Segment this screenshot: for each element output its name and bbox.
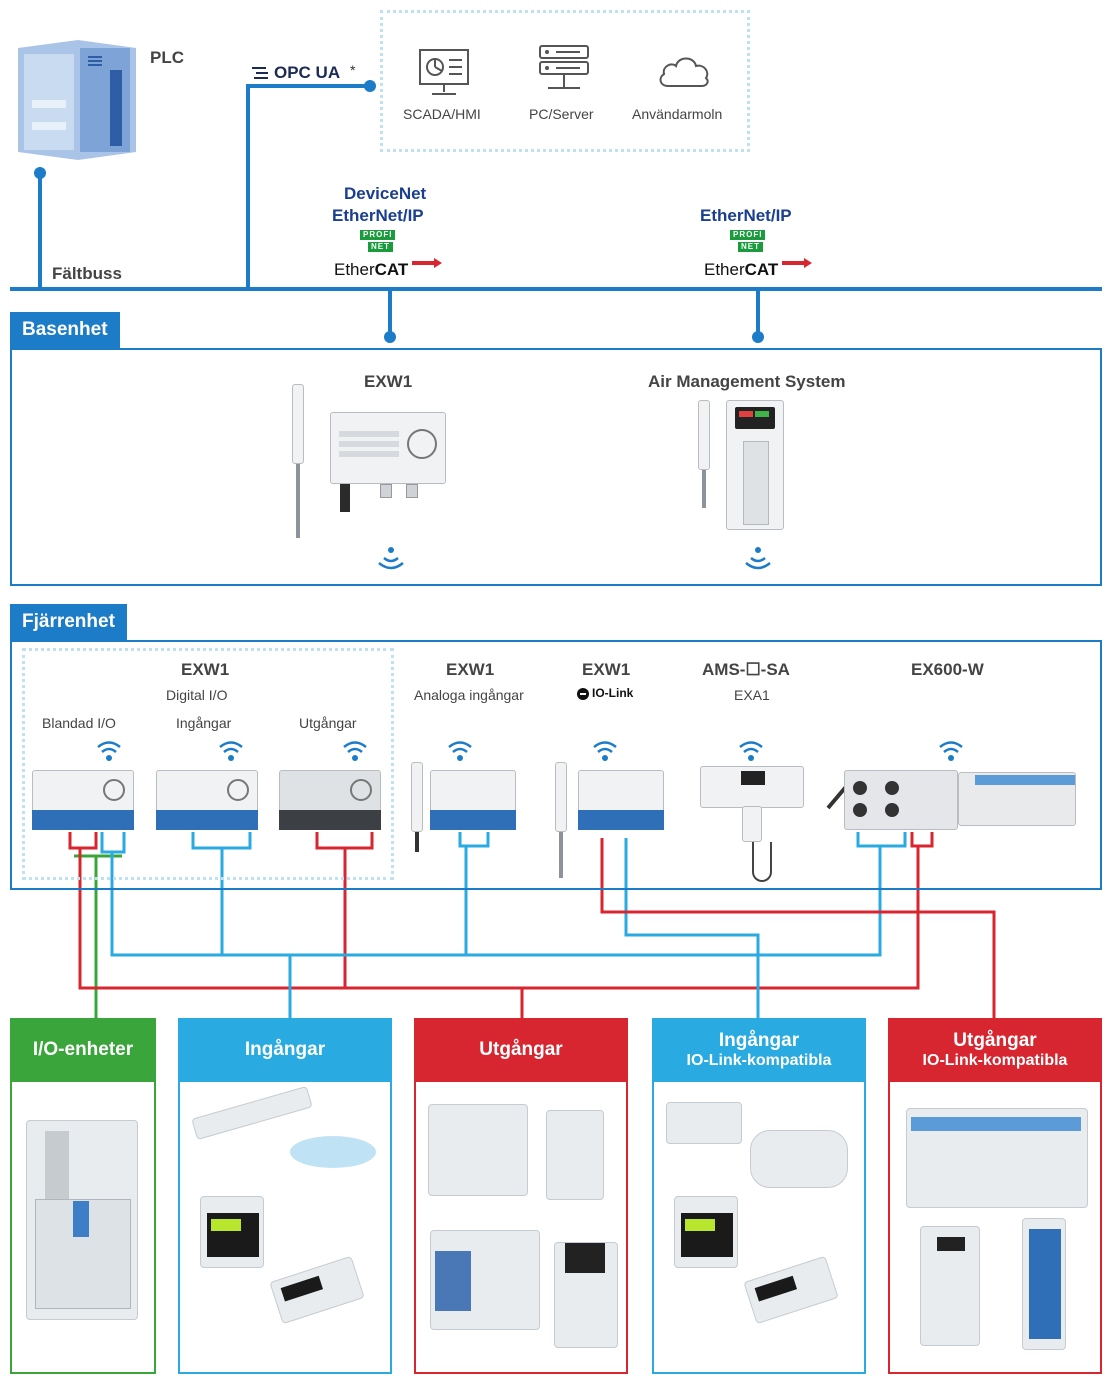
scada-label: SCADA/HMI bbox=[403, 106, 481, 122]
wireless-icon bbox=[743, 546, 773, 574]
pressure-switch-product bbox=[200, 1196, 264, 1268]
wireless-icon bbox=[738, 738, 764, 764]
remote-ex600-manifold[interactable] bbox=[844, 770, 958, 830]
remote-ex600-title: EX600-W bbox=[911, 660, 984, 679]
sensor-bubble bbox=[290, 1136, 376, 1168]
category-io-units: I/O-enheter bbox=[10, 1018, 156, 1374]
ethernetip-logo: EtherNet/IP bbox=[332, 206, 424, 225]
cloud-label: Användarmoln bbox=[632, 106, 723, 122]
remote-unit-frame bbox=[10, 640, 1102, 890]
wireless-icon bbox=[376, 546, 406, 574]
opcua-logo: OPC UA * bbox=[252, 62, 368, 84]
base-ams-device[interactable] bbox=[726, 400, 784, 530]
profinet-logo-right-top: PROFI bbox=[730, 230, 766, 240]
base-exw1-antenna bbox=[290, 384, 306, 538]
remote-exw1-analog-title: EXW1 bbox=[446, 660, 495, 679]
wireless-icon bbox=[447, 738, 473, 764]
category-outputs-iolink-header: Utgångar IO-Link-kompatibla bbox=[888, 1018, 1102, 1082]
opcua-asterisk: * bbox=[350, 62, 356, 78]
iolink-logo: IO-Link bbox=[577, 686, 641, 702]
remote-ams-title: AMS-☐-SA bbox=[702, 660, 790, 679]
profinet-logo-bottom: NET bbox=[368, 242, 393, 252]
category-inputs: Ingångar bbox=[178, 1018, 392, 1374]
valve-manifold-product bbox=[428, 1104, 528, 1196]
plc-icon[interactable] bbox=[18, 40, 136, 160]
remote-analog-antenna bbox=[410, 762, 424, 852]
remote-iolink-module[interactable] bbox=[578, 770, 664, 814]
server-icon[interactable] bbox=[538, 44, 590, 96]
compact-cylinder-product bbox=[666, 1102, 742, 1144]
valve-manifold-iolink-product bbox=[906, 1108, 1088, 1208]
ethercat-logo-right: EtherCAT bbox=[704, 260, 779, 279]
remote-ams-sub: EXA1 bbox=[734, 687, 770, 703]
remote-input-module[interactable] bbox=[156, 770, 258, 814]
category-inputs-iolink-header: Ingångar IO-Link-kompatibla bbox=[652, 1018, 866, 1082]
base-exw1-title: EXW1 bbox=[364, 372, 413, 391]
flow-switch-product bbox=[269, 1255, 365, 1325]
io-unit-product bbox=[26, 1120, 138, 1320]
base-exw1-device[interactable] bbox=[330, 412, 446, 484]
remote-exw1-iolink-title: EXW1 bbox=[582, 660, 631, 679]
profinet-logo-right-bottom: NET bbox=[738, 242, 763, 252]
col-outputs-label: Utgångar bbox=[299, 715, 357, 731]
base-ams-title: Air Management System bbox=[648, 372, 846, 391]
wireless-icon bbox=[938, 738, 964, 764]
remote-exw1-digital-title: EXW1 bbox=[181, 660, 230, 679]
electro-pneumatic-regulator-product bbox=[920, 1226, 980, 1346]
base-unit-frame bbox=[10, 348, 1102, 586]
ex600-valve-bank[interactable] bbox=[958, 772, 1076, 826]
server-group bbox=[380, 10, 750, 152]
ams-cable bbox=[752, 842, 772, 882]
category-outputs: Utgångar bbox=[414, 1018, 628, 1374]
remote-ams-module[interactable] bbox=[700, 766, 804, 808]
plc-label: PLC bbox=[150, 48, 184, 67]
pressure-switch-product bbox=[674, 1196, 738, 1268]
remote-exw1-digital-sub: Digital I/O bbox=[166, 687, 228, 703]
category-outputs-iolink: Utgångar IO-Link-kompatibla bbox=[888, 1018, 1102, 1374]
remote-output-module[interactable] bbox=[279, 770, 381, 814]
category-inputs-iolink: Ingångar IO-Link-kompatibla bbox=[652, 1018, 866, 1374]
ethernetip-logo-right: EtherNet/IP bbox=[700, 206, 792, 225]
directional-valve-product bbox=[430, 1230, 540, 1330]
fieldbus-label: Fältbuss bbox=[52, 264, 122, 283]
cylinder-product bbox=[191, 1085, 313, 1141]
opcua-line bbox=[246, 84, 370, 289]
remote-unit-header: Fjärrenhet bbox=[10, 604, 127, 640]
scada-hmi-icon[interactable] bbox=[418, 48, 470, 98]
remote-exw1-analog-sub: Analoga ingångar bbox=[414, 687, 524, 703]
round-cylinder-product bbox=[750, 1130, 848, 1188]
opcua-label: OPC UA bbox=[274, 63, 341, 82]
category-io-units-header: I/O-enheter bbox=[10, 1018, 156, 1082]
base-exw1-connectors bbox=[336, 484, 436, 514]
base-unit-header: Basenhet bbox=[10, 312, 120, 348]
profinet-logo-top: PROFI bbox=[360, 230, 396, 240]
remote-mixed-io-module[interactable] bbox=[32, 770, 134, 814]
digital-io-group bbox=[22, 648, 394, 880]
remote-iolink-antenna bbox=[554, 762, 568, 878]
server-label: PC/Server bbox=[529, 106, 594, 122]
wireless-icon bbox=[96, 738, 122, 764]
cloud-icon[interactable] bbox=[656, 52, 712, 92]
flow-switch-product bbox=[743, 1255, 839, 1325]
wireless-icon bbox=[342, 738, 368, 764]
ethercat-logo: EtherCAT bbox=[334, 260, 409, 279]
category-outputs-header: Utgångar bbox=[414, 1018, 628, 1082]
category-inputs-header: Ingångar bbox=[178, 1018, 392, 1082]
col-inputs-label: Ingångar bbox=[176, 715, 232, 731]
remote-analog-module[interactable] bbox=[430, 770, 516, 814]
wireless-icon bbox=[218, 738, 244, 764]
col-mixed-label: Blandad I/O bbox=[42, 715, 116, 731]
iolink-master-product bbox=[1022, 1218, 1066, 1350]
protocol-logos-left: DeviceNet EtherNet/IP PROFI NET EtherCAT bbox=[330, 182, 450, 282]
base-ams-antenna bbox=[696, 400, 712, 508]
protocol-logos-right: EtherNet/IP PROFI NET EtherCAT bbox=[698, 204, 818, 284]
solenoid-valve-product bbox=[546, 1110, 604, 1200]
devicenet-logo: DeviceNet bbox=[344, 184, 427, 203]
wireless-icon bbox=[592, 738, 618, 764]
process-valve-product bbox=[554, 1242, 618, 1348]
